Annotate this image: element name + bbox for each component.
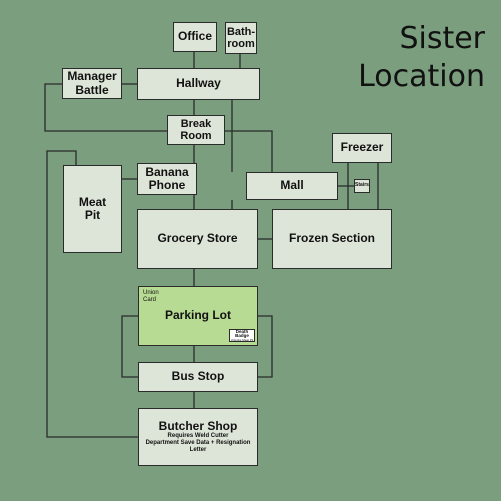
butcher-requirement-line-2: Department Save Data + Resignation Lette… (145, 440, 251, 454)
union-card-label: Union Card (143, 290, 159, 304)
room-office[interactable]: Office (173, 22, 217, 52)
room-mall[interactable]: Mall (246, 172, 338, 200)
connector-meatpit-butcher (46, 150, 138, 438)
map-title-line-1: Sister (399, 21, 485, 56)
room-stairs[interactable]: Stairs (354, 179, 370, 193)
room-butcher-shop[interactable]: Butcher Shop Requires Weld Cutter Depart… (138, 408, 258, 466)
room-frozen-section[interactable]: Frozen Section (272, 209, 392, 269)
room-freezer[interactable]: Freezer (332, 133, 392, 163)
room-parking-lot[interactable]: Parking Lot Union Card Death Badge Unloc… (138, 286, 258, 346)
room-meat-pit[interactable]: Meat Pit (63, 165, 122, 253)
death-badge-label: Death Badge (235, 328, 249, 338)
map-title: Sister Location (358, 20, 485, 95)
death-badge-note: Unlocks Meat Pit (230, 337, 254, 342)
room-banana-phone[interactable]: Banana Phone (137, 163, 197, 195)
room-manager-battle[interactable]: Manager Battle (62, 68, 122, 99)
butcher-requirement-line-1: Requires Weld Cutter (167, 432, 229, 439)
room-grocery-store[interactable]: Grocery Store (137, 209, 258, 269)
room-break-room[interactable]: Break Room (167, 115, 225, 145)
room-bathroom[interactable]: Bath- room (225, 22, 257, 54)
room-hallway[interactable]: Hallway (137, 68, 260, 100)
connector-breakroom-mall (225, 130, 273, 172)
room-butcher-shop-label: Butcher Shop (158, 418, 238, 433)
room-bus-stop[interactable]: Bus Stop (138, 362, 258, 392)
death-badge-item[interactable]: Death Badge Unlocks Meat Pit (229, 329, 255, 342)
connector-parking-busstop-left (121, 315, 138, 378)
map-title-line-2: Location (358, 58, 485, 94)
connector-parking-busstop-right (258, 315, 273, 378)
connector-manager-breakroom (44, 83, 167, 132)
room-parking-lot-label: Parking Lot (164, 308, 231, 323)
